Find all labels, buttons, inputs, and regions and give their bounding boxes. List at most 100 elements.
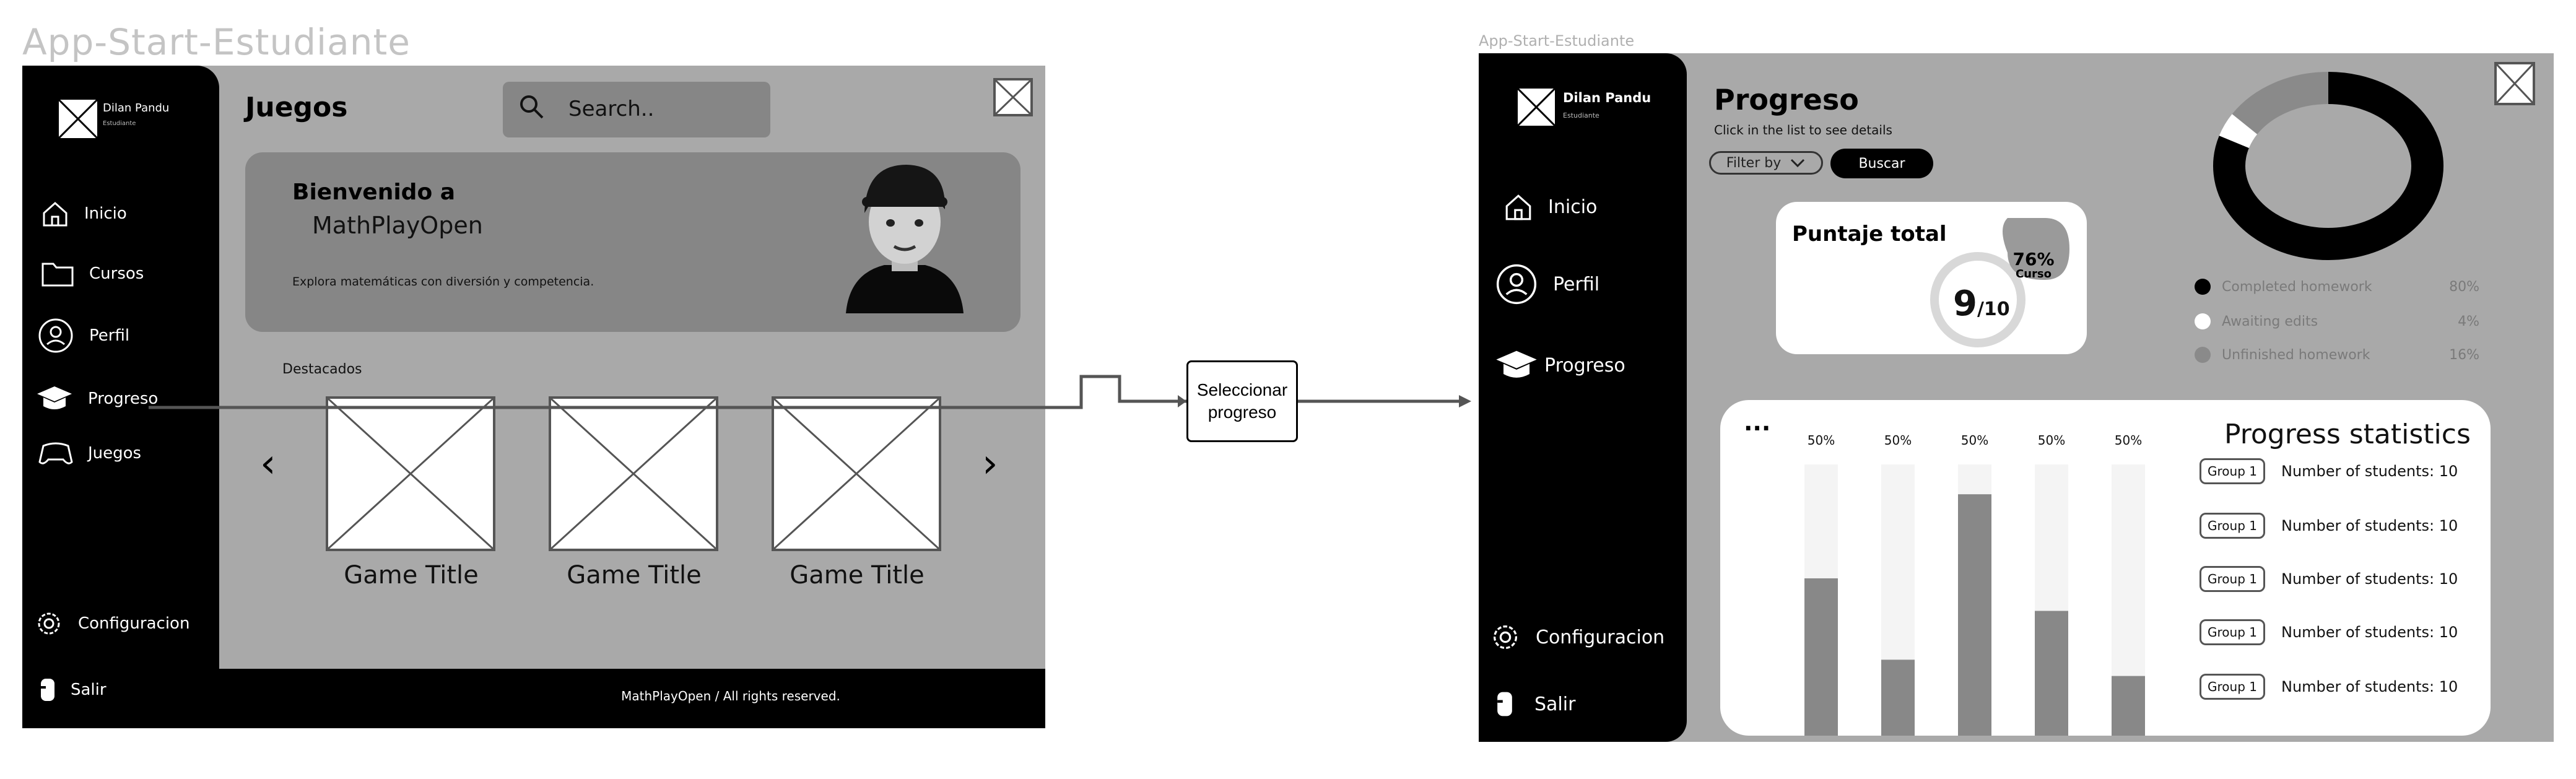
- group-row[interactable]: Group 1 Number of students: 10: [2200, 566, 2458, 592]
- group-button[interactable]: Group 1: [2200, 619, 2265, 645]
- footer-text: MathPlayOpen / All rights reserved.: [621, 689, 840, 703]
- bar-top-label: 50%: [2115, 433, 2142, 448]
- donut-segment: [2232, 72, 2329, 135]
- logout-icon: [41, 679, 54, 701]
- bar: [1958, 494, 1991, 736]
- bar: [2035, 611, 2068, 736]
- folder-icon: [41, 263, 74, 287]
- page-title: Juegos: [245, 92, 348, 123]
- search-input[interactable]: [503, 82, 770, 137]
- graduation-cap-icon: [1496, 350, 1537, 378]
- legend-swatch: [2195, 347, 2211, 363]
- user-name: Dilan Pandu: [103, 102, 170, 115]
- nav-label: Cursos: [89, 264, 144, 283]
- group-button[interactable]: Group 1: [2200, 674, 2265, 700]
- logout-button[interactable]: Salir: [1496, 690, 1575, 718]
- home-icon: [1505, 194, 1531, 220]
- group-button[interactable]: Group 1: [2200, 513, 2265, 539]
- legend-value: 16%: [2449, 347, 2479, 363]
- group-row[interactable]: Group 1 Number of students: 10: [2200, 458, 2458, 484]
- legend-label: Completed homework: [2222, 279, 2372, 295]
- nav-item-inicio[interactable]: Inicio: [1503, 192, 1597, 222]
- group-row[interactable]: Group 1 Number of students: 10: [2200, 674, 2458, 700]
- settings-button[interactable]: Configuracion: [35, 609, 189, 638]
- left-footer: [22, 669, 1045, 728]
- nav-label: Progreso: [1544, 354, 1625, 376]
- bar: [2112, 676, 2145, 736]
- bar-top-label: 50%: [2038, 433, 2065, 448]
- user-name: Dilan Pandu: [1563, 90, 1651, 105]
- settings-button[interactable]: Configuracion: [1490, 622, 1664, 653]
- welcome-subtitle: Explora matemáticas con diversión y comp…: [292, 275, 594, 289]
- logout-button[interactable]: Salir: [40, 677, 107, 702]
- carousel-next-button[interactable]: ›: [982, 441, 998, 487]
- group-student-count: Number of students: 10: [2281, 517, 2458, 534]
- settings-label: Configuracion: [1536, 626, 1665, 648]
- nav-item-progreso[interactable]: Progreso: [36, 384, 158, 414]
- page-subtitle: Click in the list to see details: [1714, 123, 1892, 137]
- logout-icon: [1497, 692, 1512, 716]
- chevron-down-icon: [1791, 159, 1805, 168]
- score-badge-label: Curso: [2016, 268, 2052, 281]
- gamepad-icon: [38, 442, 73, 464]
- game-thumbnail[interactable]: [549, 396, 718, 551]
- home-icon: [43, 201, 67, 227]
- progress-bar-chart: 50% 50% 50% 50% 50%: [1804, 433, 2145, 736]
- nav-item-inicio[interactable]: Inicio: [41, 199, 127, 228]
- donut-segment: [2213, 72, 2443, 260]
- right-sidebar: [1479, 53, 1687, 742]
- donut-segment: [2219, 114, 2258, 149]
- stats-card: [1720, 400, 2491, 736]
- filter-dropdown[interactable]: Filter by: [1709, 151, 1823, 175]
- logout-label: Salir: [71, 681, 107, 699]
- legend-label: Awaiting edits: [2222, 313, 2318, 329]
- filter-label: Filter by: [1726, 155, 1782, 171]
- nav-item-progreso[interactable]: Progreso: [1495, 348, 1625, 383]
- bar-top-label: 50%: [1961, 433, 1988, 448]
- nav-item-perfil[interactable]: Perfil: [37, 317, 129, 354]
- nav-label: Inicio: [1548, 196, 1598, 218]
- group-student-count: Number of students: 10: [2281, 463, 2458, 480]
- bar-top-label: 50%: [1808, 433, 1835, 448]
- right-frame-title: App-Start-Estudiante: [1479, 32, 1635, 50]
- search-placeholder: Search..: [568, 97, 655, 121]
- score-max: /10: [1977, 298, 2010, 320]
- group-button[interactable]: Group 1: [2200, 566, 2265, 592]
- user-role: Estudiante: [1563, 111, 1599, 120]
- legend-value: 4%: [2458, 313, 2479, 329]
- nav-item-perfil[interactable]: Perfil: [1495, 263, 1599, 306]
- search-icon: [520, 95, 544, 119]
- featured-label: Destacados: [282, 362, 362, 377]
- transition-label-line1: Seleccionar: [1196, 380, 1288, 399]
- nav-item-cursos[interactable]: Cursos: [41, 260, 144, 287]
- group-student-count: Number of students: 10: [2281, 570, 2458, 588]
- carousel-prev-button[interactable]: ‹: [260, 441, 276, 487]
- game-thumbnail[interactable]: [772, 396, 941, 551]
- group-student-count: Number of students: 10: [2281, 678, 2458, 695]
- more-options-button[interactable]: ...: [1744, 409, 1771, 436]
- close-icon[interactable]: [2494, 62, 2535, 105]
- group-button[interactable]: Group 1: [2200, 458, 2265, 484]
- welcome-line2: MathPlayOpen: [312, 212, 483, 239]
- group-row[interactable]: Group 1 Number of students: 10: [2200, 513, 2458, 539]
- page-title: Progreso: [1714, 83, 1859, 116]
- nav-label: Perfil: [89, 326, 130, 345]
- settings-label: Configuracion: [78, 614, 190, 633]
- game-thumbnail[interactable]: [326, 396, 495, 551]
- score-badge-pct: 76%: [2012, 249, 2055, 269]
- nav-label: Juegos: [88, 444, 142, 463]
- logo-image: [57, 98, 99, 140]
- score-ring: [1930, 252, 2026, 347]
- nav-item-juegos[interactable]: Juegos: [38, 441, 141, 466]
- score-number: 9: [1953, 284, 1977, 324]
- avatar-image: [846, 165, 964, 313]
- score-title: Puntaje total: [1792, 222, 1947, 246]
- bar-top-label: 50%: [1884, 433, 1912, 448]
- logout-label: Salir: [1534, 693, 1576, 715]
- search-button[interactable]: Buscar: [1830, 149, 1933, 178]
- left-frame-title: App-Start-Estudiante: [22, 21, 411, 63]
- game-title: Game Title: [344, 561, 479, 590]
- close-icon[interactable]: [993, 78, 1033, 116]
